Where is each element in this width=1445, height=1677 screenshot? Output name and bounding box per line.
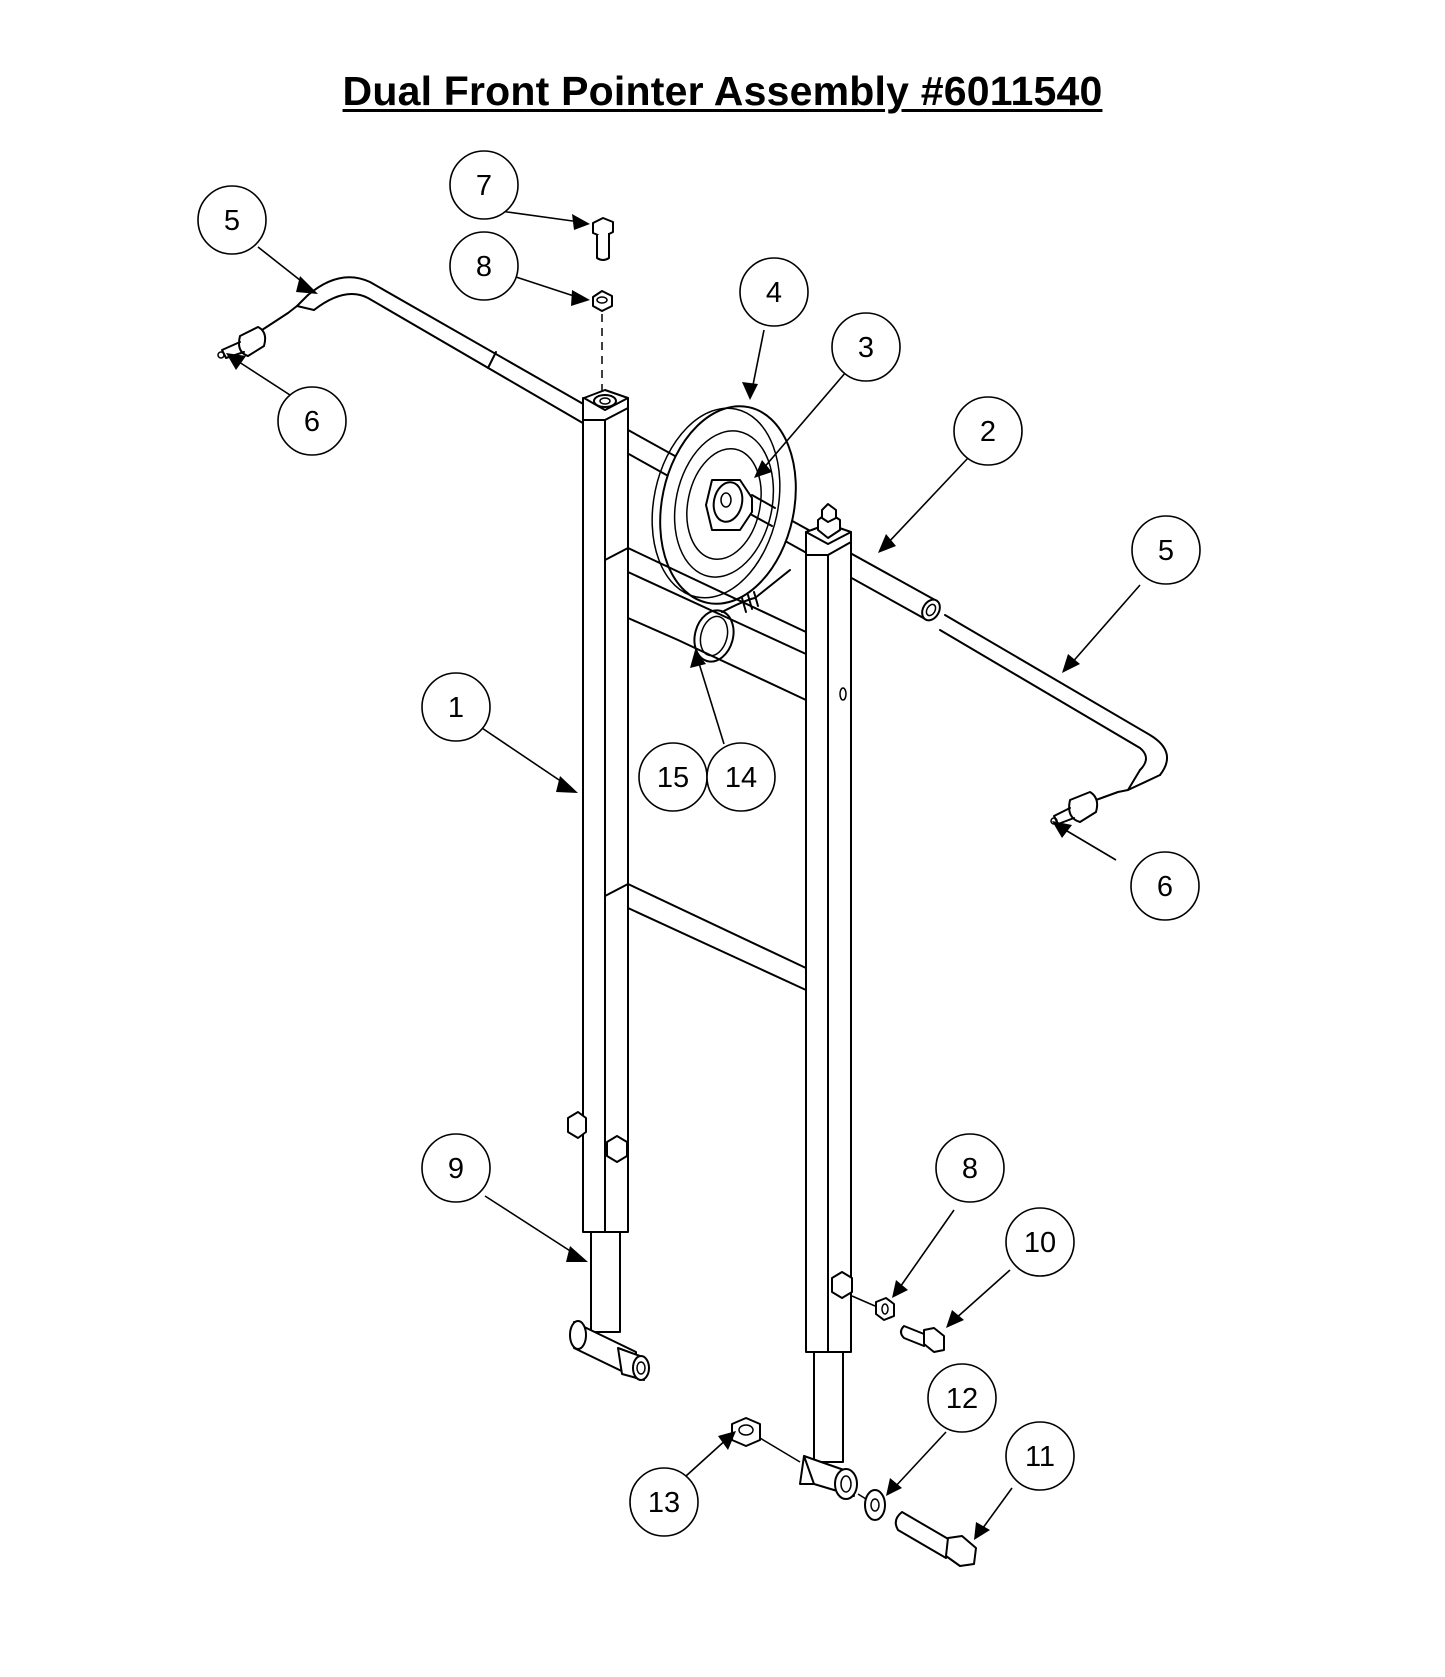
frame-left-upright xyxy=(582,389,629,1233)
callout-2: 2 xyxy=(953,396,1023,466)
top-bolt xyxy=(592,217,614,261)
right-pointer-tip xyxy=(1050,791,1119,825)
callout-6-right: 6 xyxy=(1130,851,1200,921)
callout-11: 11 xyxy=(1005,1421,1075,1491)
callout-5-right: 5 xyxy=(1131,515,1201,585)
svg-text:1: 1 xyxy=(448,692,464,724)
left-pointer-rod xyxy=(287,276,621,441)
svg-text:2: 2 xyxy=(980,416,996,448)
callout-1: 1 xyxy=(421,672,491,742)
callout-3: 3 xyxy=(831,312,901,382)
svg-text:15: 15 xyxy=(657,762,689,794)
svg-text:10: 10 xyxy=(1024,1227,1056,1259)
svg-text:8: 8 xyxy=(962,1153,978,1185)
svg-text:12: 12 xyxy=(946,1383,978,1415)
wheel xyxy=(651,405,797,605)
callout-14: 14 xyxy=(706,742,776,812)
frame-cross-braces xyxy=(604,547,807,991)
svg-text:6: 6 xyxy=(304,406,320,438)
callout-9: 9 xyxy=(421,1133,491,1203)
left-upright-nuts xyxy=(567,1111,628,1163)
right-upright-nut xyxy=(805,1267,853,1299)
svg-text:6: 6 xyxy=(1157,871,1173,903)
callout-4: 4 xyxy=(739,257,809,327)
right-leg-tube xyxy=(799,1351,858,1500)
callout-15: 15 xyxy=(638,742,708,812)
washer xyxy=(857,1489,886,1521)
svg-text:11: 11 xyxy=(1025,1441,1055,1473)
side-bolt xyxy=(900,1325,945,1353)
left-leg-tube xyxy=(569,1231,650,1381)
svg-text:8: 8 xyxy=(476,251,492,283)
callout-6-left: 6 xyxy=(277,386,347,456)
left-pointer-tip xyxy=(217,312,289,359)
page-title: Dual Front Pointer Assembly #6011540 xyxy=(342,68,1103,114)
top-nut xyxy=(592,290,613,392)
callout-7: 7 xyxy=(449,150,519,220)
callout-5-left: 5 xyxy=(197,185,267,255)
svg-text:13: 13 xyxy=(648,1487,680,1519)
callout-8-side: 8 xyxy=(935,1133,1005,1203)
svg-text:14: 14 xyxy=(725,762,757,794)
side-nut xyxy=(851,1295,895,1321)
svg-text:5: 5 xyxy=(224,205,240,237)
callout-13: 13 xyxy=(629,1467,699,1537)
svg-text:5: 5 xyxy=(1158,535,1174,567)
bottom-bolt xyxy=(894,1511,977,1567)
callout-12: 12 xyxy=(927,1363,997,1433)
svg-text:9: 9 xyxy=(448,1153,464,1185)
svg-text:3: 3 xyxy=(858,332,874,364)
right-pointer-rod xyxy=(939,614,1169,793)
svg-text:7: 7 xyxy=(476,170,492,202)
callout-8-top: 8 xyxy=(449,231,519,301)
hitch-pin-clip xyxy=(693,569,791,663)
leader-lines xyxy=(226,207,1141,1540)
bottom-nut xyxy=(731,1417,801,1463)
svg-text:4: 4 xyxy=(766,277,782,309)
frame-right-upright xyxy=(805,503,852,1353)
callout-10: 10 xyxy=(1005,1207,1075,1277)
